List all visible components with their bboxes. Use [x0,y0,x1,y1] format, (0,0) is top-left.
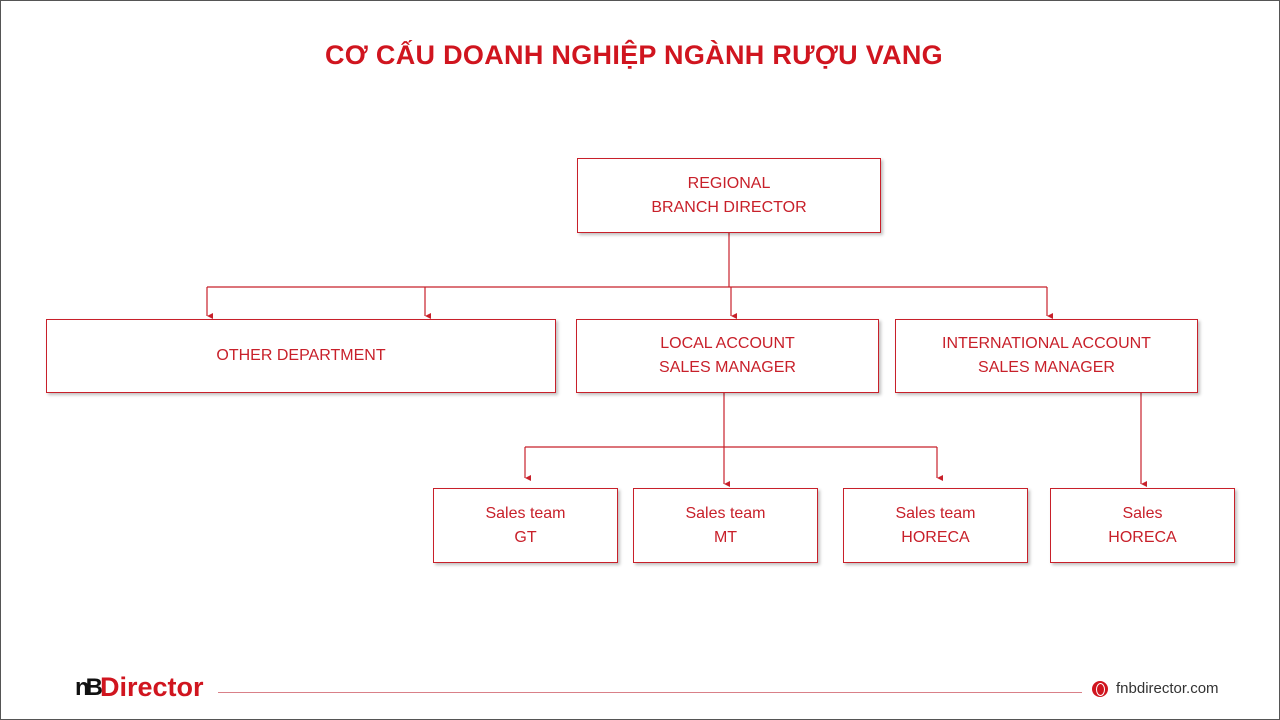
node-label: BRANCH DIRECTOR [651,198,807,216]
node-label: SALES MANAGER [978,359,1115,376]
node-label: Sales team [485,504,566,522]
node-label: MT [713,528,738,546]
node-label: OTHER DEPARTMENT [216,347,386,364]
website: fnbdirector.com [1092,680,1219,697]
page-title: CƠ CẤU DOANH NGHIỆP NGÀNH RƯỢU VANG [325,40,943,70]
node-label: LOCAL ACCOUNT [660,335,795,352]
logo-mark: nB [75,673,103,701]
node-local-account-sales-manager: LOCAL ACCOUNT SALES MANAGER [576,319,879,393]
node-international-account-sales-manager: INTERNATIONAL ACCOUNT SALES MANAGER [895,319,1198,393]
footer-divider [218,692,1082,693]
node-label: Sales team [685,504,766,522]
node-label: Sales [1122,504,1163,522]
node-other-department: OTHER DEPARTMENT [46,319,556,393]
globe-icon [1092,680,1108,697]
node-sales-team-horeca: Sales team HORECA [843,488,1028,563]
logo-text: Director [100,672,204,702]
node-sales-team-gt: Sales team GT [433,488,618,563]
node-label: GT [514,528,537,546]
website-url: fnbdirector.com [1116,680,1219,697]
node-label: REGIONAL [687,174,771,192]
node-sales-horeca: Sales HORECA [1050,488,1235,563]
fnbdirector-logo: nB Director [75,672,204,703]
node-regional-branch-director: REGIONAL BRANCH DIRECTOR [577,158,881,233]
node-label: HORECA [901,528,970,546]
node-label: HORECA [1108,528,1177,546]
node-sales-team-mt: Sales team MT [633,488,818,563]
node-label: Sales team [895,504,976,522]
node-label: INTERNATIONAL ACCOUNT [942,335,1151,352]
node-label: SALES MANAGER [659,359,796,376]
